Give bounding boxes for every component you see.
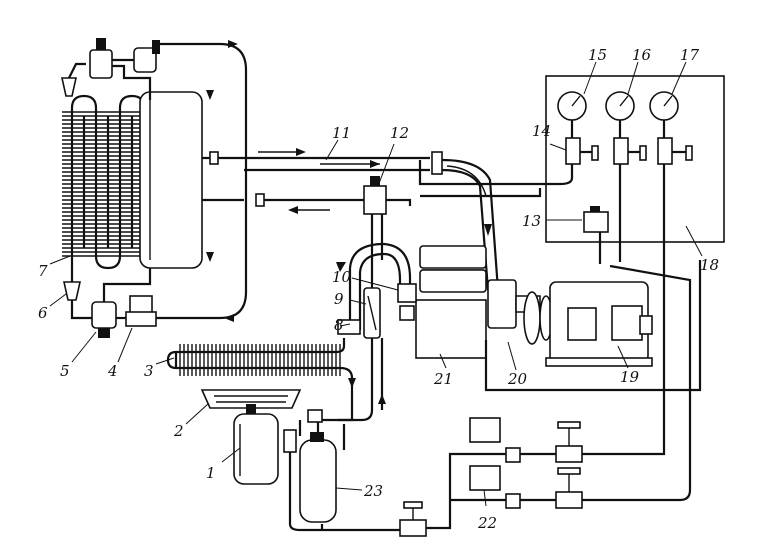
evaporator-top-fittings: [61, 38, 160, 100]
pressure-gauge-icon: [605, 91, 647, 262]
leader-lines: [49, 61, 703, 507]
shutoff-valve-icon: [399, 452, 506, 537]
liquid-line-12: [264, 176, 542, 290]
label-12: 12: [390, 124, 409, 142]
label-10: 10: [332, 268, 352, 286]
label-2: 2: [173, 422, 184, 440]
label-14: 14: [532, 122, 551, 140]
condenser-coil: [166, 338, 356, 398]
label-3: 3: [144, 362, 154, 380]
solenoid-valves-22: [469, 264, 692, 509]
evaporator-coil: [62, 91, 203, 270]
compressor: [334, 242, 487, 422]
label-6: 6: [38, 304, 48, 322]
pressure-gauge-icon: [649, 91, 693, 440]
label-8: 8: [334, 316, 344, 334]
suction-loop-pipe: [160, 40, 265, 322]
gauge-panel: [418, 75, 725, 440]
callout-labels: 1 2 3 4 5 6 7 8 9 10 11 12 13 14 15 16 1…: [38, 46, 719, 532]
connecting-line-11: [244, 148, 500, 291]
fan-icon: [200, 389, 302, 414]
label-17: 17: [680, 46, 700, 64]
label-19: 19: [620, 368, 640, 386]
label-9: 9: [334, 290, 344, 308]
label-7: 7: [38, 262, 48, 280]
label-18: 18: [700, 256, 719, 274]
label-5: 5: [60, 362, 70, 380]
label-16: 16: [632, 46, 652, 64]
pressure-gauge-icon: [418, 91, 599, 186]
electric-motor-icon: [484, 260, 702, 392]
label-13: 13: [522, 212, 541, 230]
label-15: 15: [588, 46, 607, 64]
label-21: 21: [433, 370, 453, 388]
receiver-1: [233, 413, 279, 485]
label-1: 1: [206, 464, 216, 482]
label-23: 23: [363, 482, 383, 500]
label-4: 4: [107, 362, 118, 380]
label-22: 22: [477, 514, 497, 532]
label-20: 20: [507, 370, 528, 388]
receiver-23: [283, 398, 400, 532]
evaporator-bottom-fittings: [63, 260, 220, 338]
label-11: 11: [332, 124, 351, 142]
